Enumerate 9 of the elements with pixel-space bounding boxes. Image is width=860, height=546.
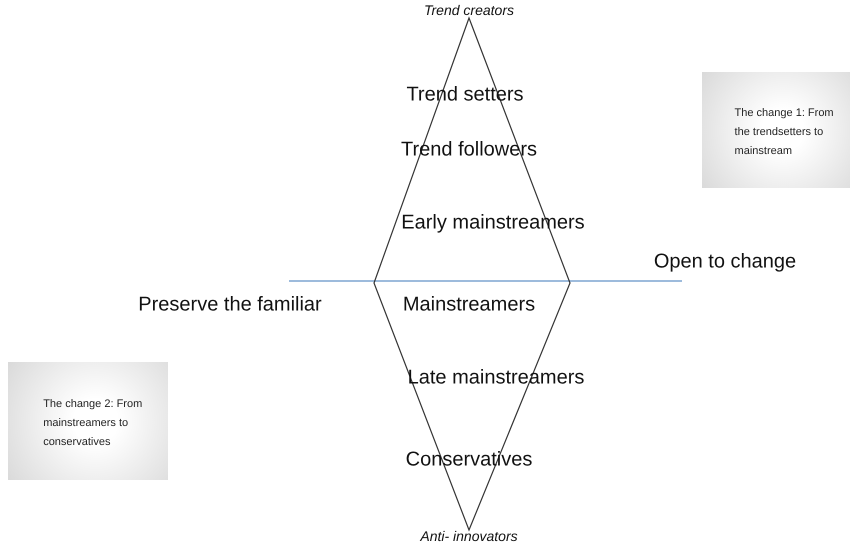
- apex-label: Anti- innovators: [420, 528, 518, 544]
- note-card: [8, 362, 168, 480]
- note-text: The change 2: From mainstreamers to conservatives: [43, 397, 144, 450]
- note-card: [702, 72, 850, 188]
- apex-label: Trend creators: [424, 2, 514, 18]
- axis-label: Preserve the familiar: [138, 294, 322, 316]
- tier-label: Mainstreamers: [402, 294, 536, 316]
- note-text: The change 1: From the trendsetters to mainstream: [734, 106, 835, 160]
- axis-label: Open to change: [654, 250, 796, 274]
